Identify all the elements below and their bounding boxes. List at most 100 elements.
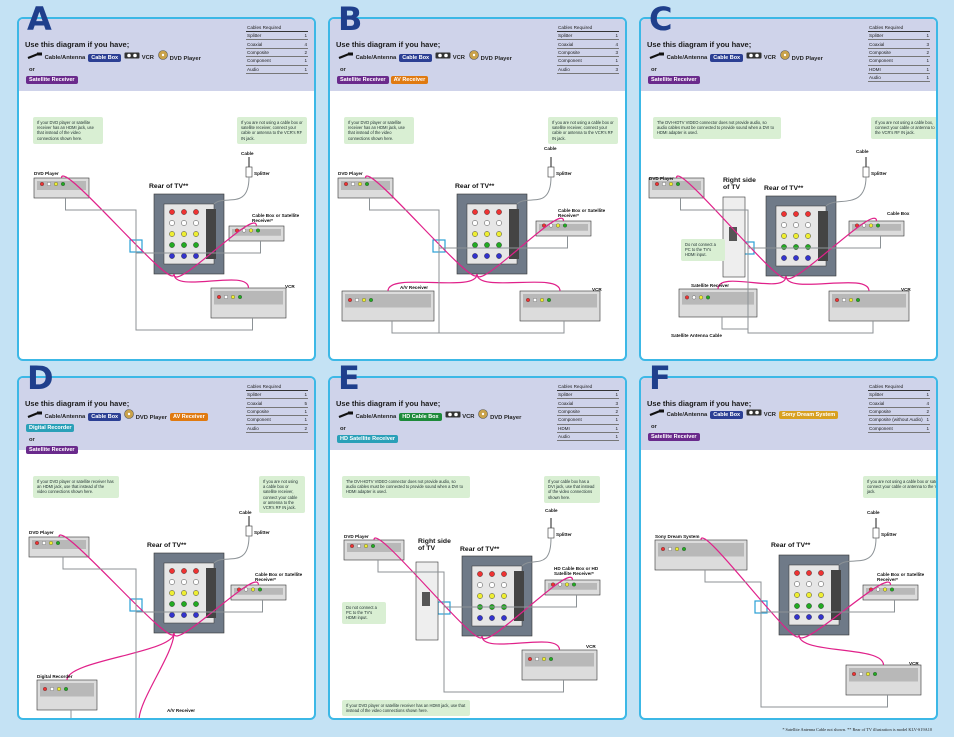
device-panel [849,668,918,682]
right-side-of-tv-label: Right side of TV [418,538,451,552]
sony-chip: Sony Dream System [779,411,839,419]
tv-jack [181,242,187,248]
coax-cable [369,198,440,252]
tv-jack [193,231,199,237]
use-diagram-text: Use this diagram if you have; [336,40,441,49]
coax-cable [747,236,881,254]
dvd-player-icon: DVD Player [124,409,167,424]
or-text: or [651,423,657,430]
sat-chip: Satellite Receiver [26,76,78,85]
cablebox-chip: Cable Box [88,412,122,421]
device-label: Cable [545,508,558,513]
cable-type: Coaxial [246,39,299,49]
tv-jack [793,233,799,239]
tv-jack [806,592,812,598]
rear-of-tv-label: Rear of TV** [771,542,811,549]
cable-type: Audio [246,65,299,74]
cable-count: 2 [609,407,619,417]
coax-cable [438,236,568,252]
panel-f: Use this diagram if you have; Cable/Ante… [639,376,938,720]
tv-jack [193,612,199,618]
tv-jack [489,593,495,599]
tv-jack [818,603,824,609]
tv-jack [181,209,187,215]
panel-letter: F [649,359,671,397]
device-label: Splitter [254,530,270,535]
cables-header: Cables Required [557,24,619,32]
tv-jack [805,222,811,228]
device-panel [832,294,906,308]
device-jack [668,547,672,551]
tv-side-jacks [831,570,841,620]
hdsat-chip: HD Satellite Receiver [337,435,399,444]
device-jack [526,298,530,302]
tv-jack [794,592,800,598]
rear-of-tv-label: Rear of TV** [149,183,189,190]
panel-letter: B [338,0,363,38]
cable-type: Splitter [868,31,921,41]
vcr-icon: VCR [435,52,465,64]
av-cable [675,175,787,279]
tv-jack [169,601,175,607]
cable-count: 1 [609,424,619,433]
rear-of-tv-label: Rear of TV** [764,185,804,192]
cable-count: 1 [298,390,308,400]
cable-antenna-icon: Cable/Antenna [338,52,396,64]
device-jack [876,587,880,592]
cable-count: 1 [920,65,930,74]
device-jack [547,298,551,302]
av-cable [173,273,250,289]
tv-jack [181,590,187,596]
tv-jack [805,255,811,261]
tv-jack [477,582,483,588]
cable-type: Splitter [557,390,610,400]
device-jack [365,182,369,186]
tv-jack [818,570,824,576]
av-cable [60,175,175,277]
coax-cable [135,252,253,331]
device-panel [866,588,915,595]
device-jack [542,223,546,228]
device-jack [344,182,348,186]
splitter [872,527,880,539]
cable-type: Composite [868,48,921,58]
use-diagram-text: Use this diagram if you have; [25,399,130,408]
cables-header: Cables Required [868,383,930,391]
splitter [862,166,870,178]
instruction-note: If you are not using a cable box or sate… [863,476,936,498]
or-text: or [651,67,657,73]
tv-jack [806,603,812,609]
rear-of-tv-label: Rear of TV** [455,183,495,190]
cable-count: 1 [609,432,619,442]
tv-side-jacks [509,209,519,259]
panel-letter: A [27,0,52,38]
device-jack [859,672,863,676]
cable-type: Coaxial [557,398,610,408]
device-label: Cable Box or Satellite Receiver* [558,208,606,218]
panel-b: Use this diagram if you have; Cable/Ante… [328,17,627,361]
use-diagram-text: Use this diagram if you have; [647,40,752,49]
tv-jack [794,614,800,620]
sat-chip: Satellite Receiver [648,76,700,85]
rear-of-tv-label: Rear of TV** [147,542,187,549]
cablebox-chip: Cable Box [399,53,433,62]
device-label: Cable [544,146,557,151]
tv-jack [781,222,787,228]
tv-jack [806,614,812,620]
cable-count: 1 [298,56,308,66]
device-panel [234,588,283,595]
device-label: Cable Box or Satellite Receiver* [252,213,300,223]
tv-jack [181,231,187,237]
sat-chip: Satellite Receiver [648,433,700,441]
cable-type: HDMI [557,424,610,433]
coax-cable [443,595,577,614]
